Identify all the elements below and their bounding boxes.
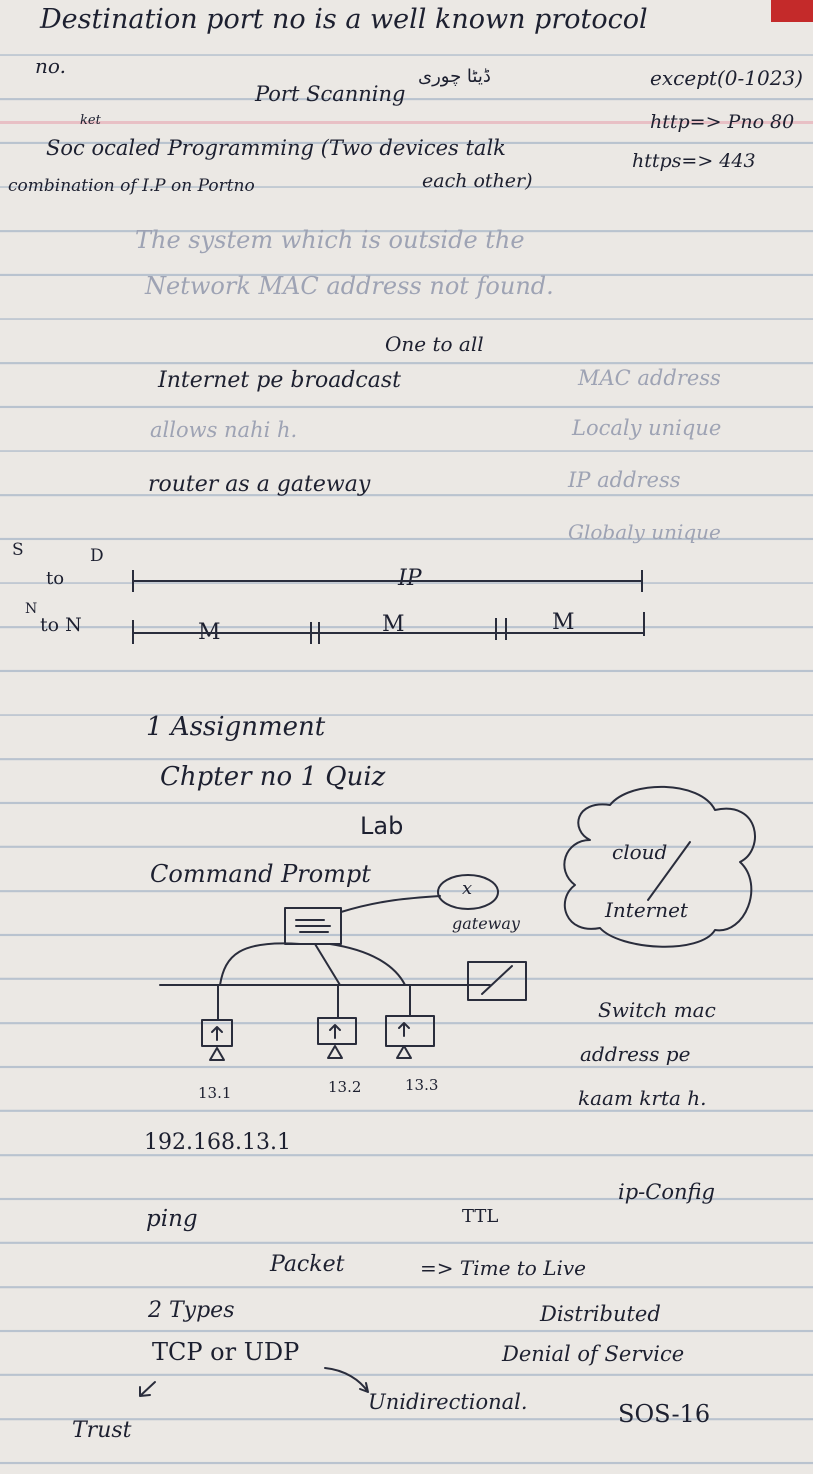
host-1-label: 13.1: [198, 1084, 232, 1102]
note-time-to-live: => Time to Live: [420, 1256, 587, 1280]
switch-box: [467, 961, 527, 1001]
ip-span-end-tick: [641, 570, 643, 592]
label-ip: IP: [398, 566, 422, 591]
label-s-to-d: to: [46, 568, 65, 589]
note-router-gateway: router as a gateway: [148, 472, 371, 497]
note-combination: combination of I.P on Portno: [8, 176, 255, 196]
note-port-scanning: Port Scanning: [255, 82, 406, 106]
note-tcp-udp: TCP or UDP: [152, 1338, 300, 1366]
task-quiz: Chpter no 1 Quiz: [160, 762, 386, 792]
note-ip-config: ip-Config: [618, 1180, 715, 1204]
note-socket-ket: ket: [80, 113, 101, 128]
router-arrows-icon: [295, 919, 331, 933]
host-3-stand: [396, 1022, 412, 1059]
host-1-monitor: [201, 1019, 233, 1047]
router-box: [284, 907, 342, 945]
note-one-to-all: One to all: [385, 332, 484, 356]
note-socket-programming: Soc ocaled Programming (Two devices talk: [46, 136, 506, 160]
mac-hop-tick-4: [495, 618, 497, 640]
udp-arrow-icon: [324, 1367, 369, 1393]
ip-span-start-tick: [132, 570, 134, 592]
note-unidirectional: Unidirectional.: [368, 1390, 528, 1414]
router-link-left: [219, 942, 301, 986]
switch-note-1: Switch mac: [598, 998, 716, 1022]
host-3-monitor: [385, 1015, 435, 1047]
switch-slash: [481, 965, 513, 995]
host-3-label: 13.3: [405, 1076, 439, 1094]
note-internet-broadcast: Internet pe broadcast: [158, 368, 401, 393]
tcp-arrow-icon: [139, 1381, 156, 1397]
note-http-port: http=> Pno 80: [650, 111, 795, 133]
note-locally-unique: Localy unique: [572, 416, 722, 440]
label-d: D: [90, 546, 104, 566]
label-n-to-n: to N: [40, 614, 82, 636]
mac-hop-tick-3: [318, 622, 320, 644]
cloud-outline: [563, 785, 756, 948]
mac-hop-tick-2: [310, 622, 312, 644]
cloud-slash: [647, 841, 691, 901]
router-gateway-link: [340, 895, 441, 913]
faint-line-1: The system which is outside the: [135, 226, 525, 254]
note-two-types: 2 Types: [148, 1298, 235, 1323]
faint-line-2: Network MAC address not found.: [145, 272, 554, 300]
note-mac-address: MAC address: [578, 366, 721, 390]
note-date: SOS-16: [618, 1400, 711, 1428]
note-no: no.: [35, 54, 66, 78]
note-ttl: TTL: [462, 1206, 499, 1227]
note-packet: Packet: [270, 1252, 345, 1277]
mac-hop-tick-1: [132, 620, 134, 644]
margin-line: [0, 121, 813, 124]
switch-note-2: address pe: [580, 1042, 691, 1066]
gateway-x-label: x: [462, 878, 473, 899]
router-link-right: [329, 943, 406, 986]
note-https-port: https=> 443: [632, 150, 756, 172]
cloud-label: cloud: [612, 840, 668, 864]
label-s: S: [12, 540, 24, 560]
mac-hop-line: [133, 632, 645, 634]
switch-note-3: kaam krta h.: [578, 1086, 707, 1110]
label-m-3: M: [552, 610, 575, 635]
task-assignment: 1 Assignment: [146, 712, 326, 742]
router-link-middle: [314, 943, 341, 986]
host-2-monitor: [317, 1017, 357, 1045]
host-2-stand: [327, 1024, 343, 1059]
note-denial-of-service: Denial of Service: [502, 1342, 685, 1366]
red-corner-mark: [771, 0, 813, 22]
host-2-label: 13.2: [328, 1078, 362, 1096]
ip-span-line: [133, 580, 643, 582]
label-n: N: [25, 601, 38, 617]
note-ping: ping: [146, 1206, 198, 1232]
internet-label: Internet: [605, 898, 688, 922]
note-each-other: each other): [422, 170, 533, 192]
note-except-range: except(0-1023): [650, 66, 803, 90]
label-m-2: M: [382, 612, 405, 637]
host-1-stand: [209, 1026, 225, 1061]
task-lab: Lab: [360, 812, 404, 840]
note-destination-port: Destination port no is a well known prot…: [40, 4, 648, 35]
note-allow-nahi: allows nahi h.: [150, 418, 298, 442]
note-distributed: Distributed: [540, 1302, 661, 1326]
gateway-circle: [437, 874, 499, 910]
gateway-label: gateway: [452, 914, 520, 933]
note-trust: Trust: [72, 1418, 132, 1443]
note-ip-address: IP address: [568, 468, 681, 492]
mac-hop-tick-6: [643, 612, 645, 636]
mac-hop-tick-5: [505, 618, 507, 640]
note-urdu: ڈیٹا چوری: [418, 66, 491, 87]
task-command-prompt: Command Prompt: [150, 860, 371, 888]
note-globally-unique: Globaly unique: [568, 520, 721, 544]
ip-example: 192.168.13.1: [144, 1130, 291, 1155]
